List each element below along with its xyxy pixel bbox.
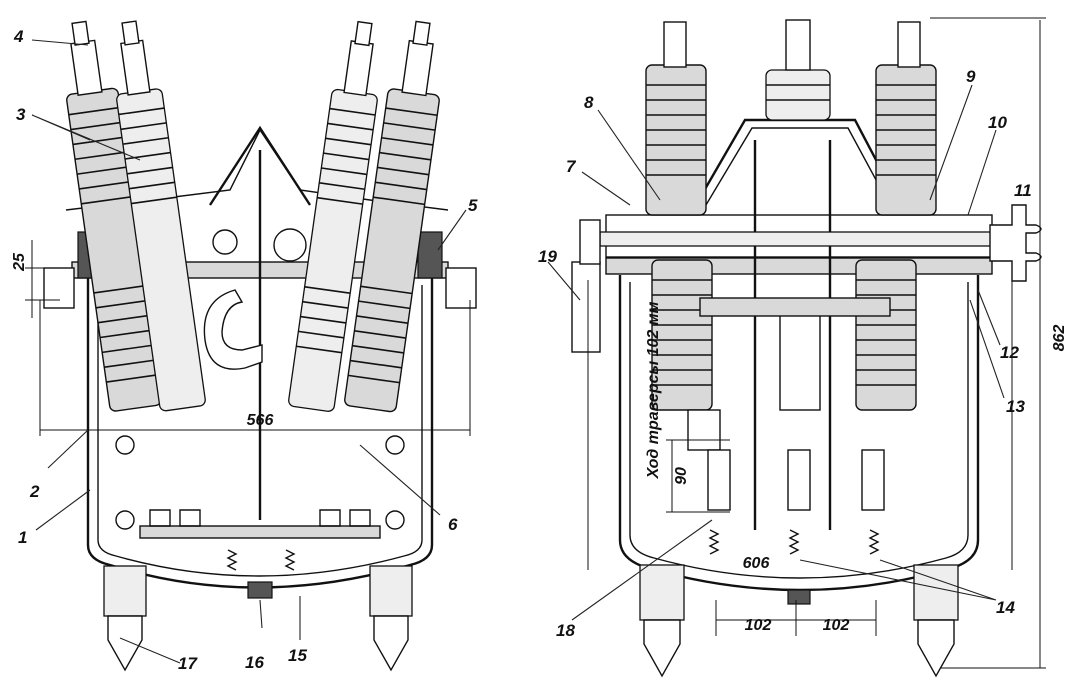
label-19: 19 (538, 247, 557, 266)
label-18: 18 (556, 621, 575, 640)
leader-3 (31, 114, 141, 161)
label-13: 13 (1006, 397, 1025, 416)
left-lug-right (445, 267, 477, 309)
right-dim-862: 862 (1051, 325, 1068, 352)
left-leg-right (369, 565, 413, 617)
left-dim-566: 566 (247, 412, 274, 429)
left-traverse (139, 525, 381, 539)
leader-14 (799, 559, 997, 601)
label-1: 1 (18, 528, 27, 547)
label-14: 14 (996, 598, 1015, 617)
leader-5 (437, 209, 467, 251)
label-11: 11 (1014, 181, 1032, 200)
leader-8 (597, 109, 661, 201)
right-handle (989, 204, 1042, 282)
right-dim-90: 90 (673, 467, 690, 485)
right-crossbar (699, 297, 891, 317)
left-drain-plug (247, 581, 273, 599)
right-leg-right (913, 564, 959, 621)
label-5: 5 (468, 196, 478, 215)
label-3: 3 (16, 105, 26, 124)
label-16: 16 (245, 653, 264, 672)
label-4b: 4 (13, 27, 24, 46)
right-bushing-c (765, 19, 831, 511)
leader-12 (977, 289, 1001, 346)
left-dim-25: 25 (11, 252, 28, 272)
bushing-2 (116, 20, 206, 412)
left-view: 566 25 1 1 2 3 4 5 6 15 16 17 (11, 20, 478, 673)
right-lever (571, 261, 601, 353)
left-pivot-a (273, 228, 307, 262)
leader-10 (967, 129, 997, 216)
left-tank-inner (97, 285, 423, 577)
right-dim-606: 606 (743, 555, 770, 572)
leader-16 (259, 599, 263, 629)
right-dim-102-a: 102 (745, 617, 772, 634)
left-foot-left (107, 615, 143, 672)
right-dome (688, 118, 907, 216)
label-9: 9 (966, 67, 976, 86)
leader-18 (571, 519, 713, 621)
right-dim-102-b: 102 (823, 617, 850, 634)
label-15: 15 (288, 646, 307, 665)
leader-7 (581, 171, 631, 206)
leader-9 (929, 84, 973, 201)
leader-17 (119, 637, 181, 664)
leader-6 (359, 444, 441, 516)
left-c-clamp (203, 289, 263, 370)
leader-1 (35, 489, 91, 531)
label-17: 17 (178, 654, 198, 673)
leader-13 (969, 299, 1005, 399)
leader-2 (47, 429, 89, 469)
left-bolt-1 (115, 435, 135, 455)
leader-19 (547, 261, 581, 301)
left-leg-left (103, 565, 147, 617)
right-springs (708, 529, 880, 555)
left-foot-right (373, 615, 409, 672)
left-flange-ring-r (417, 231, 443, 279)
leader-4 (31, 39, 89, 46)
left-springs (226, 549, 296, 571)
bushing-4 (344, 20, 440, 413)
label-6: 6 (448, 515, 458, 534)
left-traverse-bolts (149, 509, 371, 527)
label-7: 7 (566, 157, 577, 176)
label-2: 2 (29, 482, 40, 501)
left-bolt-2 (385, 435, 405, 455)
label-8: 8 (584, 93, 594, 112)
right-view: 862 606 102 102 90 Ход траверсы 102 мм 7… (538, 17, 1068, 678)
left-bolt-4 (385, 510, 405, 530)
label-12: 12 (1000, 343, 1019, 362)
right-bushing-l (645, 21, 731, 511)
right-leg-left (639, 564, 685, 621)
left-lug-left (43, 267, 75, 309)
left-cover-dome (208, 125, 312, 206)
bushing-3 (288, 20, 378, 412)
label-10: 10 (988, 113, 1007, 132)
right-shaft (599, 231, 1001, 247)
left-bolt-3 (115, 510, 135, 530)
right-travel-caption: Ход траверсы 102 мм (645, 301, 662, 479)
left-pivot-b (212, 229, 238, 255)
right-tank-inner (629, 282, 969, 579)
